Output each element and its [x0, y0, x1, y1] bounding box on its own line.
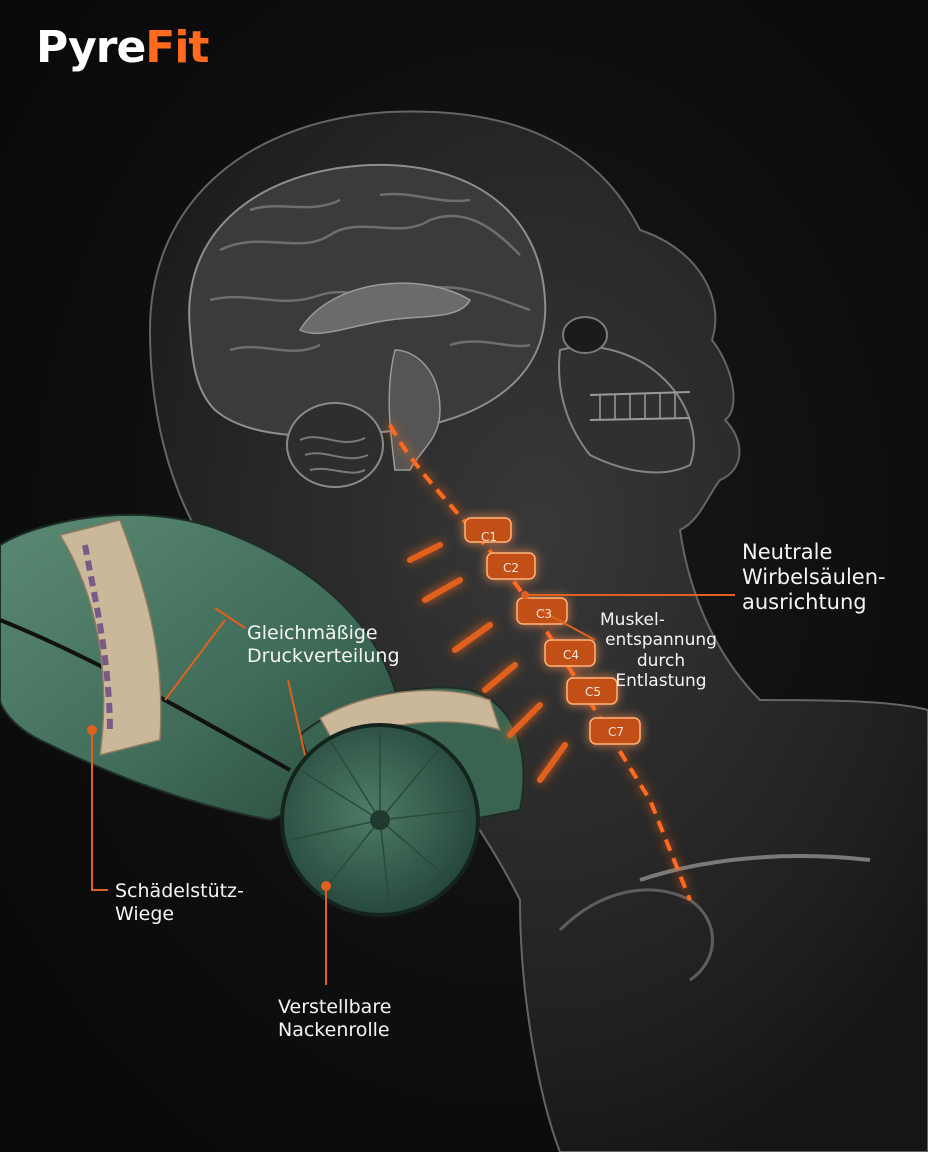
- label-neutral-alignment: Neutrale Wirbelsäulen- ausrichtung: [742, 540, 886, 615]
- label-skull-cradle: Schädelstütz- Wiege: [115, 880, 244, 925]
- leader-skull-cradle: [91, 730, 108, 891]
- label-muscle-relaxation: Muskel- entspannung durch Entlastung: [600, 610, 717, 692]
- cervical-spine: [388, 424, 692, 901]
- vertebra-c2-body: [486, 552, 536, 580]
- vertebra-label-c2: C2: [503, 561, 520, 575]
- brand-logo: PyreFit: [36, 26, 209, 70]
- vertebra-c7-body: [589, 717, 641, 745]
- vertebra-label-c7: C7: [608, 725, 625, 739]
- skull-jaw: [558, 316, 695, 474]
- brand-logo-part2: Fit: [145, 22, 209, 73]
- label-neck-roll: Verstellbare Nackenrolle: [278, 996, 392, 1041]
- vertebra-c5-body: [566, 677, 618, 705]
- vertebra-label-c1: C1: [481, 530, 498, 544]
- vertebra-label-c5: C5: [585, 685, 602, 699]
- vertebra-c4-body: [544, 639, 596, 667]
- leader-lines: [91, 594, 735, 985]
- vertebra-c1-body: [464, 517, 512, 543]
- leader-pressure-distribution: [164, 607, 246, 701]
- leader-dots: [87, 591, 529, 891]
- label-pressure-distribution: Gleichmäßige Druckverteilung: [247, 622, 400, 667]
- pillow: [0, 513, 397, 822]
- leader-muscle-relaxation: [539, 609, 596, 641]
- brand-logo-part1: Pyre: [36, 22, 146, 73]
- vertebra-label-c3: C3: [536, 607, 553, 621]
- brain: [188, 163, 547, 488]
- leader-pressure-distribution-2: [287, 679, 306, 756]
- neck-roll: [280, 686, 525, 917]
- vertebra-label-c4: C4: [563, 648, 580, 662]
